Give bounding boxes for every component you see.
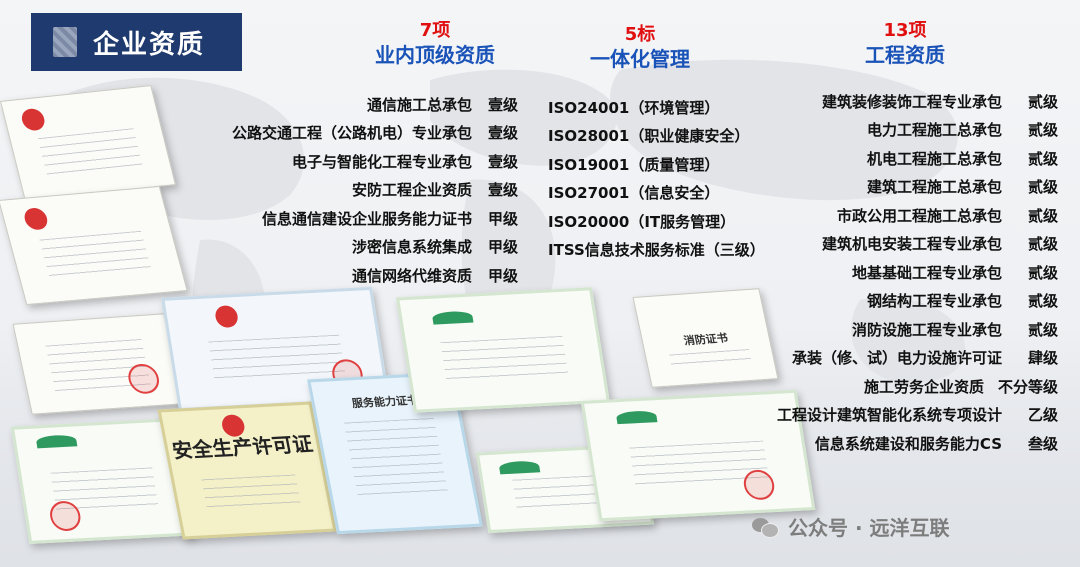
fire-certificate: 消防证书 bbox=[632, 288, 779, 388]
certificate-image bbox=[396, 287, 610, 413]
certificate-image bbox=[12, 313, 184, 415]
list-item: 机电工程施工总承包贰级 bbox=[866, 149, 1058, 168]
list-item: ISO20000（IT服务管理） bbox=[548, 212, 736, 231]
certificate-image bbox=[0, 85, 177, 201]
list-item: ISO28001（职业健康安全） bbox=[548, 127, 750, 146]
list-item: ITSS信息技术服务标准（三级） bbox=[548, 241, 765, 260]
list-item: 建筑工程施工总承包贰级 bbox=[866, 178, 1058, 197]
certificate-image bbox=[0, 185, 188, 306]
column3-count: 13项 bbox=[883, 20, 927, 41]
company-logo-icon bbox=[53, 27, 77, 57]
column1-header: 7项 业内顶级资质 bbox=[370, 20, 500, 68]
column2-list: ISO24001（环境管理） ISO28001（职业健康安全） ISO19001… bbox=[548, 93, 788, 264]
list-item: 建筑机电安装工程专业承包贰级 bbox=[821, 235, 1058, 254]
list-item: 建筑装修装饰工程专业承包贰级 bbox=[821, 92, 1058, 111]
column1-list: 通信施工总承包壹级 公路交通工程（公路机电）专业承包壹级 电子与智能化工程专业承… bbox=[180, 90, 518, 290]
wechat-icon bbox=[752, 516, 779, 538]
list-item: 公路交通工程（公路机电）专业承包壹级 bbox=[231, 124, 518, 143]
list-item: 钢结构工程专业承包贰级 bbox=[866, 292, 1058, 311]
list-item: 安防工程企业资质壹级 bbox=[351, 181, 518, 200]
list-item: 电子与智能化工程专业承包壹级 bbox=[291, 152, 518, 171]
list-item: 承装（修、试）电力设施许可证肆级 bbox=[791, 349, 1058, 368]
list-item: 施工劳务企业资质不分等级 bbox=[863, 377, 1058, 396]
list-item: 工程设计建筑智能化系统专项设计乙级 bbox=[776, 406, 1058, 425]
watermark-text: 公众号 · 远洋互联 bbox=[788, 516, 950, 540]
list-item: 电力工程施工总承包贰级 bbox=[866, 121, 1058, 140]
safety-license-certificate: 安全生产许可证 bbox=[157, 401, 337, 540]
list-item: ISO27001（信息安全） bbox=[548, 184, 720, 203]
list-item: 通信施工总承包壹级 bbox=[366, 95, 518, 114]
watermark: 公众号 · 远洋互联 bbox=[752, 512, 950, 541]
section-title: 企业资质 bbox=[93, 29, 206, 60]
column2-label: 一体化管理 bbox=[590, 47, 690, 71]
list-item: 涉密信息系统集成甲级 bbox=[351, 238, 518, 257]
list-item: ISO24001（环境管理） bbox=[548, 98, 720, 117]
column3-header: 13项 工程资质 bbox=[845, 20, 965, 68]
list-item: 市政公用工程施工总承包贰级 bbox=[836, 206, 1058, 225]
list-item: 通信网络代维资质甲级 bbox=[351, 266, 518, 285]
list-item: ISO19001（质量管理） bbox=[548, 155, 720, 174]
column1-count: 7项 bbox=[419, 20, 451, 41]
list-item: 消防设施工程专业承包贰级 bbox=[851, 320, 1058, 339]
list-item: 信息通信建设企业服务能力证书甲级 bbox=[261, 209, 518, 228]
column3-label: 工程资质 bbox=[865, 43, 945, 67]
list-item: 地基基础工程专业承包贰级 bbox=[851, 263, 1058, 282]
column2-count: 5标 bbox=[624, 24, 656, 45]
column2-header: 5标 一体化管理 bbox=[580, 24, 700, 72]
fire-cert-title: 消防证书 bbox=[682, 331, 730, 348]
column1-label: 业内顶级资质 bbox=[375, 43, 495, 67]
column3-list: 建筑装修装饰工程专业承包贰级 电力工程施工总承包贰级 机电工程施工总承包贰级 建… bbox=[760, 87, 1058, 458]
section-title-box: 企业资质 bbox=[31, 13, 242, 71]
safety-license-title: 安全生产许可证 bbox=[170, 431, 315, 463]
